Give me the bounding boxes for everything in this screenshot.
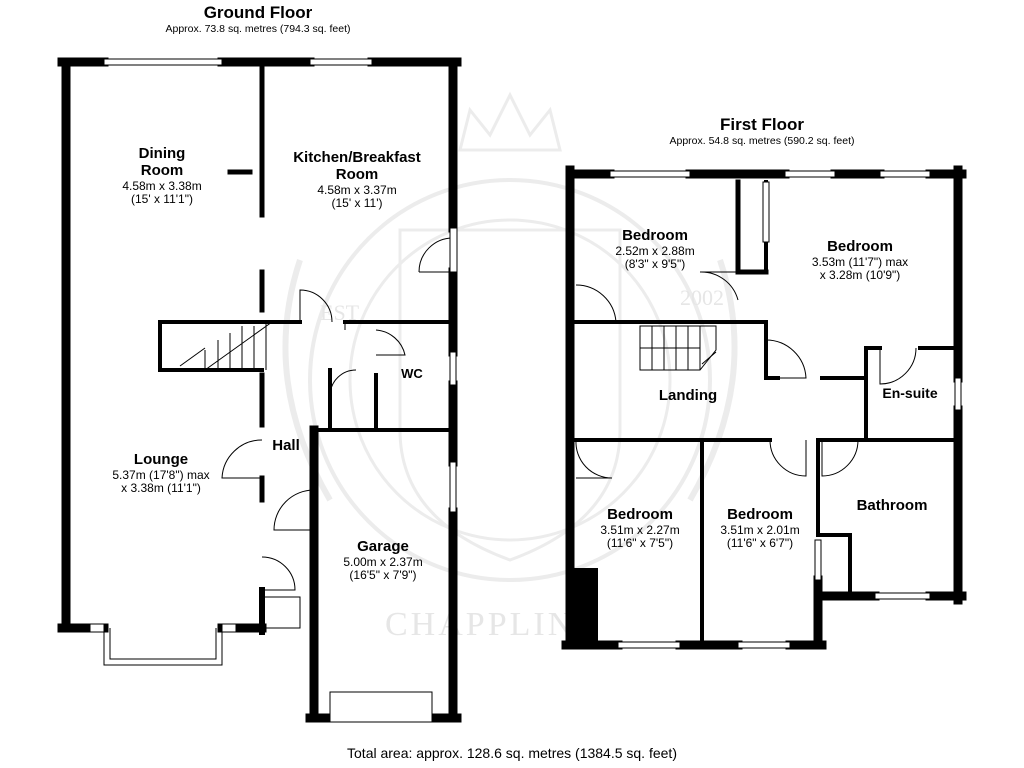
room-dimension-imperial: (11'6" x 6'7") bbox=[726, 536, 794, 551]
first-floor-doors bbox=[575, 271, 917, 479]
room-name: Dining Room bbox=[138, 145, 186, 179]
room-landing: Landing bbox=[658, 387, 718, 404]
ground-floor-title: Ground Floor bbox=[203, 3, 313, 22]
watermark-inner-ring bbox=[348, 218, 672, 542]
watermark-ring bbox=[308, 178, 712, 582]
room-name: Garage bbox=[357, 538, 409, 555]
ground-floor-doors bbox=[179, 227, 458, 629]
room-name: Bedroom bbox=[607, 506, 673, 523]
room-name: Bedroom bbox=[827, 238, 893, 255]
room-bedroom-2: Bedroom 3.53m (11'7") max x 3.28m (10'9"… bbox=[790, 238, 930, 283]
total-area: Total area: approx. 128.6 sq. metres (13… bbox=[347, 745, 677, 761]
watermark-year: 2002 bbox=[680, 285, 724, 310]
room-hall: Hall bbox=[272, 437, 300, 454]
ground-floor-area: Approx. 73.8 sq. metres (794.3 sq. feet) bbox=[165, 23, 351, 35]
room-name: Bedroom bbox=[727, 506, 793, 523]
watermark-crown bbox=[458, 91, 562, 152]
room-dimension-metric: 4.58m x 3.37m bbox=[317, 182, 397, 197]
first-floor-windows bbox=[609, 170, 962, 649]
room-name: Lounge bbox=[133, 451, 189, 468]
room-dimension-imperial: (15' x 11') bbox=[331, 196, 383, 211]
room-bathroom: Bathroom bbox=[856, 497, 928, 514]
watermark-laurel bbox=[282, 259, 738, 502]
cupboard-block bbox=[566, 568, 598, 648]
room-dimension-metric: 3.51m x 2.01m bbox=[720, 522, 800, 537]
room-name: Bedroom bbox=[622, 227, 688, 244]
first-floor-title: First Floor bbox=[719, 115, 805, 134]
room-lounge: Lounge 5.37m (17'8") max x 3.38m (11'1") bbox=[86, 451, 236, 496]
room-bedroom-3: Bedroom 3.51m x 2.27m (11'6" x 7'5") bbox=[585, 506, 695, 551]
room-dimension-imperial: (8'3" x 9'5") bbox=[624, 257, 686, 272]
room-dimension-metric: 3.53m (11'7") max bbox=[811, 254, 909, 269]
room-ensuite: En-suite bbox=[882, 385, 938, 401]
ground-floor-windows bbox=[89, 58, 457, 723]
room-dimension-metric: 5.00m x 2.37m bbox=[343, 554, 423, 569]
room-bedroom-4: Bedroom 3.51m x 2.01m (11'6" x 6'7") bbox=[705, 506, 815, 551]
room-dimension-imperial: (11'6" x 7'5") bbox=[606, 536, 674, 551]
first-floor-area: Approx. 54.8 sq. metres (590.2 sq. feet) bbox=[669, 135, 855, 147]
room-bedroom-1: Bedroom 2.52m x 2.88m (8'3" x 9'5") bbox=[585, 227, 725, 272]
room-dimension-metric: 3.51m x 2.27m bbox=[600, 522, 680, 537]
room-dining: Dining Room 4.58m x 3.38m (15' x 11'1") bbox=[92, 145, 232, 207]
watermark-text: CHAPPLINS bbox=[385, 606, 597, 643]
room-dimension-metric: 4.58m x 3.38m bbox=[122, 178, 202, 193]
room-dimension-imperial: x 3.28m (10'9") bbox=[819, 268, 901, 283]
watermark-shield bbox=[398, 228, 622, 562]
room-kitchen: Kitchen/Breakfast Room 4.58m x 3.37m (15… bbox=[262, 149, 452, 211]
room-garage: Garage 5.00m x 2.37m (16'5" x 7'9") bbox=[318, 538, 448, 583]
room-dimension-imperial: (15' x 11'1") bbox=[131, 192, 193, 207]
room-dimension-metric: 5.37m (17'8") max bbox=[112, 467, 210, 482]
room-dimension-imperial: (16'5" x 7'9") bbox=[349, 568, 417, 583]
room-wc: WC bbox=[401, 366, 423, 381]
room-name: Kitchen/Breakfast Room bbox=[293, 149, 421, 183]
room-dimension-metric: 2.52m x 2.88m bbox=[615, 243, 695, 258]
room-dimension-imperial: x 3.38m (11'1") bbox=[121, 481, 201, 496]
